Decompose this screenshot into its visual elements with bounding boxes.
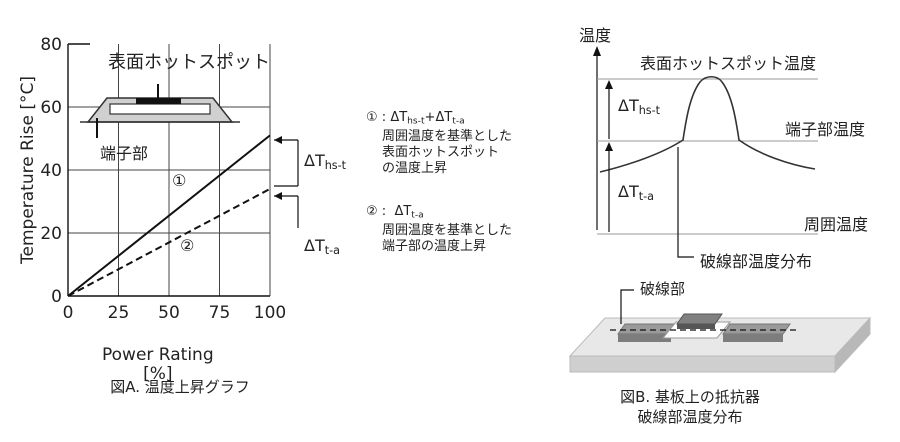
y-tick-label: 80 — [40, 35, 62, 55]
y-tick-label: 60 — [40, 98, 62, 118]
ambient-temp-label: 周囲温度 — [804, 215, 869, 234]
axis-arrow-icon — [593, 46, 601, 56]
board-side — [834, 316, 871, 374]
figure-b-caption-line-1: 図B. 基板上の抵抗器 — [620, 388, 760, 406]
temperature-profile — [593, 46, 818, 258]
distribution-label: 破線部温度分布 — [700, 252, 813, 271]
x-tick-label: 50 — [158, 303, 180, 323]
broken-part-leader — [620, 289, 634, 324]
note-1-formula: ① : ΔThs-t+ΔTt-a — [366, 110, 465, 127]
note-1-line-1: 周囲温度を基準とした — [382, 129, 513, 145]
right-terminal-front — [723, 334, 783, 342]
x-axis-title: Power Rating[%] — [102, 345, 214, 384]
delta-hs-label-b: ΔThs-t — [618, 96, 661, 117]
note-2: ② : ΔTt-a 周囲温度を基準とした 端子部の温度上昇 — [366, 204, 512, 255]
arrow-head-icon — [274, 136, 282, 144]
note-2-formula: ② : ΔTt-a — [366, 204, 424, 221]
inset-hotspot-title: 表面ホットスポット — [108, 52, 270, 73]
resistor-inset — [80, 84, 240, 138]
arrow-up-icon — [605, 142, 613, 151]
chip-front — [677, 324, 715, 329]
temperature-rise-chart: 0 20 40 60 80 0 25 50 75 100 Temperature Rise [°C] — [18, 35, 286, 323]
x-axis-title-unit: [%] — [143, 364, 173, 384]
board-front — [569, 355, 836, 373]
note-1-line-3: の温度上昇 — [382, 161, 448, 177]
y-tick-label: 40 — [40, 161, 62, 181]
figure-a-caption: 図A. 温度上昇グラフ — [110, 378, 250, 396]
arrow-up-icon — [605, 80, 613, 89]
broken-part-label: 破線部 — [640, 280, 686, 298]
delta-brackets-a — [274, 136, 299, 228]
arrow-head-icon — [274, 192, 282, 200]
y-tick-label: 0 — [51, 287, 62, 307]
right-terminal-pad — [722, 323, 791, 335]
note-1-line-2: 表面ホットスポット — [382, 145, 500, 161]
terminal-temp-label: 端子部温度 — [785, 120, 866, 139]
hotspot-temp-label: 表面ホットスポット温度 — [640, 54, 817, 73]
note-2-line-1: 周囲温度を基準とした — [382, 223, 513, 239]
x-tick-label: 75 — [209, 303, 231, 323]
left-terminal-front — [618, 334, 671, 342]
x-axis-title-main: Power Rating — [102, 345, 214, 365]
figure-b-caption-line-2: 破線部温度分布 — [637, 408, 743, 426]
delta-hs-label-a: ΔThs-t — [304, 151, 347, 172]
delta-ta-label-a: ΔTt-a — [304, 236, 340, 257]
delta-ta-label-b: ΔTt-a — [618, 182, 654, 203]
distribution-leader — [677, 147, 694, 258]
curve-label-1: ① — [172, 171, 187, 190]
x-tick-label: 0 — [63, 303, 74, 323]
note-2-line-2: 端子部の温度上昇 — [382, 239, 487, 255]
board-illustration — [568, 289, 872, 374]
inset-terminal-label: 端子部 — [100, 144, 149, 163]
note-1: ① : ΔThs-t+ΔTt-a 周囲温度を基準とした 表面ホットスポット の温… — [366, 110, 512, 177]
hotspot-marker — [136, 98, 181, 104]
curve-label-2: ② — [180, 236, 195, 255]
x-tick-label: 25 — [108, 303, 130, 323]
chip-top — [676, 313, 723, 325]
series-line-1 — [67, 134, 271, 297]
y-axis-title: Temperature Rise [°C] — [18, 76, 38, 265]
y-tick-label: 20 — [40, 224, 62, 244]
temperature-axis-label: 温度 — [579, 26, 612, 45]
x-tick-label: 100 — [254, 303, 286, 323]
resistor-element — [109, 103, 211, 115]
series-line-2 — [67, 188, 271, 297]
temperature-curve — [599, 75, 816, 173]
